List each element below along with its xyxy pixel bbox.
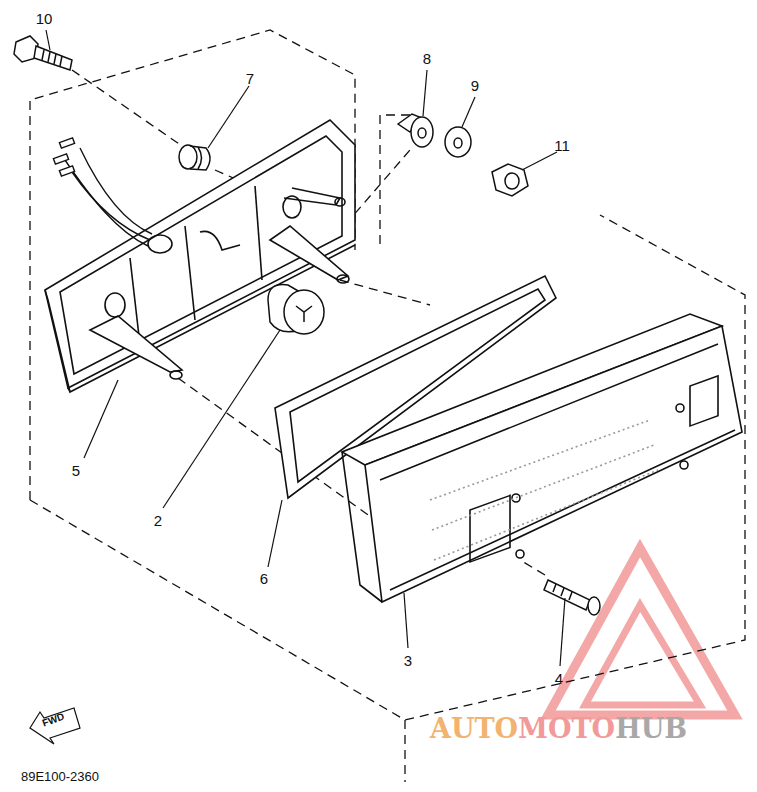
diagram-code: 89E100-2360 — [21, 770, 99, 783]
callout-number: 8 — [423, 51, 431, 66]
callout-number: 10 — [36, 11, 53, 26]
watermark: AUTO — [430, 715, 518, 742]
callout-number: 4 — [555, 671, 563, 686]
callout-number: 9 — [471, 78, 479, 93]
callout-number: 3 — [404, 653, 412, 668]
watermark: HUB — [615, 715, 687, 742]
callout-number: 2 — [154, 513, 162, 528]
callout-number: 7 — [246, 71, 254, 86]
watermark: MOTO — [518, 715, 615, 742]
callout-number: 5 — [72, 463, 80, 478]
callout-number: 11 — [554, 138, 570, 153]
callout-number: 6 — [260, 571, 268, 586]
